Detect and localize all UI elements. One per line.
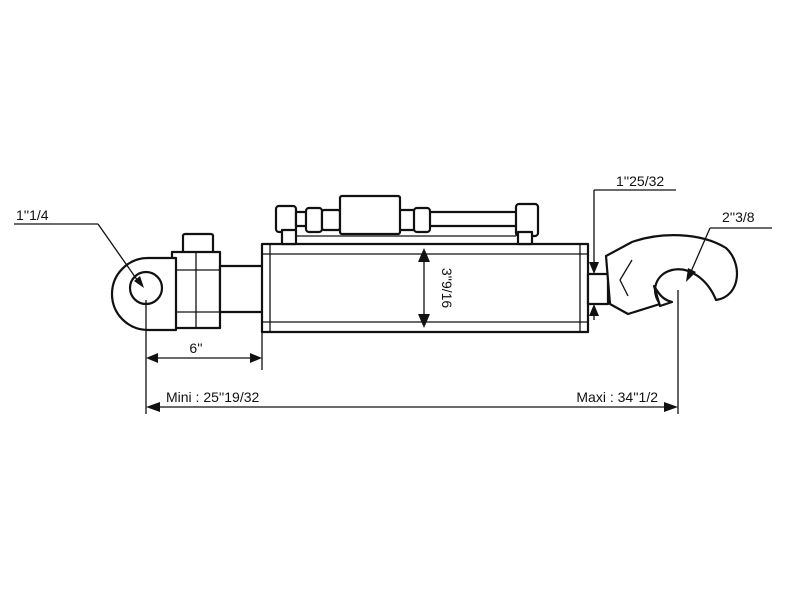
dim-rod-diameter: 1''25/32	[589, 173, 676, 320]
dim-rod-extension: 6''	[145, 300, 263, 370]
rod-diameter-label: 1''25/32	[616, 173, 664, 189]
hook-rod	[586, 272, 610, 306]
rod-extension-label: 6''	[189, 340, 202, 356]
rod	[218, 264, 266, 314]
length-min-label: Mini : 25''19/32	[166, 389, 260, 405]
left-eye-end	[110, 232, 266, 332]
pin-left-diameter-label: 1''1/4	[16, 207, 49, 223]
right-hook-end	[586, 234, 738, 316]
dim-overall-length: Mini : 25''19/32 Maxi : 34''1/2	[145, 290, 679, 414]
dim-cylinder-diameter: 3''9/16	[418, 248, 455, 328]
cylinder-diameter-label: 3''9/16	[439, 268, 455, 309]
dim-hook-diameter: 2''3/8	[686, 209, 772, 282]
length-max-label: Maxi : 34''1/2	[576, 389, 658, 405]
dim-pin-left: 1''1/4	[14, 207, 144, 288]
hook-body	[604, 234, 738, 316]
hydraulic-fittings	[274, 194, 540, 246]
valve-block	[338, 194, 402, 236]
hook-diameter-label: 2''3/8	[722, 209, 755, 225]
